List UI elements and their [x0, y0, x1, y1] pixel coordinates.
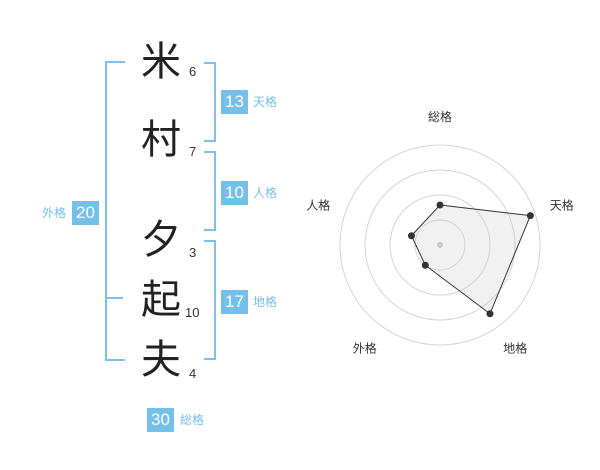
radar-axis-label-2: 天格	[550, 197, 574, 212]
radar-axis-label-4: 外格	[353, 341, 377, 356]
radar-ring-2	[389, 194, 491, 296]
soukaku-label: 総格	[180, 413, 205, 427]
radar-ring-1	[414, 219, 466, 271]
tenkaku-label: 天格	[253, 95, 278, 109]
tenkaku-bracket	[204, 62, 216, 142]
radar-point-3	[486, 310, 494, 318]
stroke-count-2: 7	[189, 144, 197, 159]
name-char-2: 村	[141, 117, 181, 163]
gaikaku-bracket-tick	[105, 297, 123, 299]
gaikaku-bracket	[105, 61, 125, 361]
radar-point-4	[421, 261, 429, 269]
radar-ring-3	[364, 169, 516, 321]
name-char-5: 夫	[141, 337, 181, 383]
jinkaku-value: 10	[221, 181, 248, 205]
gaikaku-label: 外格	[42, 206, 67, 220]
soukaku-value: 30	[147, 408, 174, 432]
radar-point-1	[436, 201, 444, 209]
stroke-count-5: 4	[189, 366, 197, 381]
jinkaku-bracket	[204, 151, 216, 231]
stroke-count-1: 6	[189, 64, 197, 79]
gaikaku-value: 20	[72, 201, 99, 225]
jinkaku-label: 人格	[253, 186, 278, 200]
chikaku-label: 地格	[253, 295, 278, 309]
stroke-count-4: 10	[185, 305, 200, 320]
stroke-count-3: 3	[189, 245, 197, 260]
radar-center	[437, 242, 443, 248]
radar-axis-label-3: 地格	[503, 341, 527, 356]
chikaku-value: 17	[221, 290, 248, 314]
radar-polygon	[410, 204, 532, 315]
radar-point-2	[526, 212, 534, 220]
tenkaku-value: 13	[221, 90, 248, 114]
chikaku-bracket	[204, 240, 216, 360]
name-char-3: 夕	[141, 217, 181, 263]
name-char-1: 米	[141, 39, 181, 85]
radar-axis-label-1: 総格	[428, 109, 452, 124]
name-char-4: 起	[141, 277, 181, 323]
radar-point-5	[407, 232, 415, 240]
radar-axis-label-5: 人格	[306, 197, 330, 212]
radar-ring-4	[339, 144, 541, 346]
